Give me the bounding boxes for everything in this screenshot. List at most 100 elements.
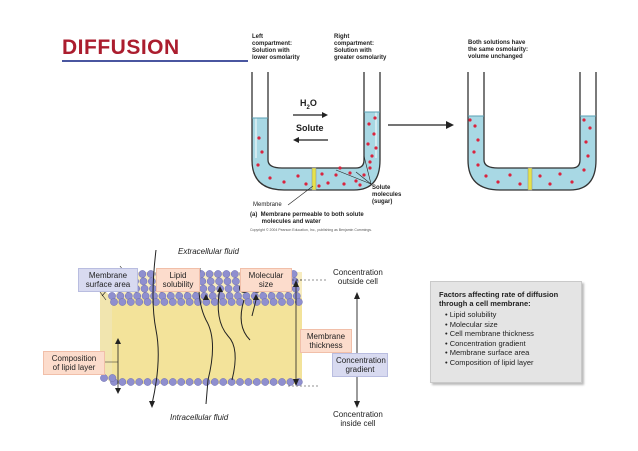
factor-item: Cell membrane thickness [445, 329, 534, 339]
water-label-o: O [309, 98, 317, 108]
membrane-surface-area-box: Membrane surface area [78, 268, 138, 292]
membrane-marker [311, 167, 317, 191]
lipid-head [143, 378, 152, 386]
lipid-head [177, 298, 186, 306]
lipid-head [261, 298, 270, 306]
lipid-head [139, 277, 148, 286]
lipid-head [223, 277, 232, 286]
lipid-head [202, 378, 211, 386]
lipid-head [207, 284, 216, 293]
lipid-head [140, 284, 149, 293]
lipid-head [278, 378, 286, 386]
lipid-head [261, 378, 270, 386]
molecular-size-box: Molecular size [240, 268, 292, 292]
water-arrow [322, 112, 328, 118]
factors-list: Lipid solubility Molecular size Cell mem… [445, 310, 534, 368]
lipid-head [100, 374, 108, 382]
lipid-head [135, 298, 144, 306]
composition-box: Composition of lipid layer [43, 351, 105, 375]
lipid-head [108, 374, 117, 382]
lipid-head [138, 270, 147, 278]
membrane-label: Membrane [253, 202, 282, 208]
lipid-head [143, 298, 152, 306]
lipid-head [135, 378, 144, 386]
lipid-head [286, 298, 295, 306]
lipid-head [185, 298, 194, 306]
solute-dots-left [256, 116, 378, 188]
lipid-head [227, 298, 236, 306]
title-underline [62, 60, 248, 62]
conc-inside-label: Concentration inside cell [333, 410, 383, 428]
lipid-head [210, 298, 219, 306]
lipid-head [286, 378, 295, 386]
lipid-head [148, 277, 156, 286]
lipid-head [269, 298, 278, 306]
solute-molecules-label: Solute molecules (sugar) [372, 185, 402, 205]
concentration-gradient-box: Concentration gradient [332, 353, 388, 377]
figure-caption: (a) Membrane permeable to both solute mo… [250, 212, 364, 225]
intracellular-label: Intracellular fluid [170, 413, 229, 422]
factor-item: Lipid solubility [445, 310, 534, 320]
lipid-head [185, 378, 194, 386]
solute-arrow [293, 137, 299, 143]
lipid-head [160, 298, 169, 306]
bilayer-front-face [112, 298, 302, 384]
lipid-head [177, 378, 186, 386]
u-tube-left-outline [251, 72, 381, 191]
factor-item: Composition of lipid layer [445, 358, 534, 368]
lipid-head [269, 378, 278, 386]
factor-item: Concentration gradient [445, 339, 534, 349]
lipid-head [126, 298, 135, 306]
u-tube-right-outline [467, 72, 597, 191]
lipid-head [206, 277, 215, 286]
lipid-head [244, 298, 253, 306]
lipid-head [199, 284, 208, 293]
right-compartment-header: Right compartment: Solution with greater… [334, 34, 387, 61]
copyright: Copyright © 2004 Pearson Education, Inc.… [250, 228, 373, 232]
lipid-head [214, 270, 222, 278]
lipid-head [294, 298, 303, 306]
factors-box: Factors affecting rate of diffusion thro… [430, 281, 582, 383]
lipid-head [230, 270, 239, 278]
lipid-head [168, 298, 177, 306]
lipid-head [219, 298, 228, 306]
water-label: H2O [300, 98, 317, 111]
solute-label: Solute [296, 123, 324, 133]
result-header: Both solutions have the same osmolarity:… [468, 40, 529, 60]
left-compartment-header: Left compartment: Solution with lower os… [252, 34, 300, 61]
lipid-head [244, 378, 253, 386]
lipid-solubility-box: Lipid solubility [156, 268, 200, 292]
lipid-head [126, 378, 135, 386]
solute-dots-right [468, 118, 592, 186]
water-label-h: H [300, 98, 307, 108]
factors-title: Factors affecting rate of diffusion thro… [439, 290, 559, 308]
lipid-head [227, 378, 236, 386]
water-label-sub: 2 [306, 104, 310, 111]
lipid-head [194, 378, 202, 386]
lipid-head [278, 298, 286, 306]
lipid-head [110, 298, 118, 306]
extracellular-label: Extracellular fluid [178, 247, 239, 256]
membrane-thickness-box: Membrane thickness [300, 329, 352, 353]
page-title: DIFFUSION [62, 36, 180, 59]
lipid-head [252, 378, 261, 386]
lipid-head [168, 378, 177, 386]
lipid-head [222, 270, 231, 278]
lipid-head [118, 298, 127, 306]
conc-outside-label: Concentration outside cell [333, 268, 383, 286]
lipid-head [210, 378, 219, 386]
lipid-head [152, 298, 160, 306]
lipid-head [224, 284, 233, 293]
factor-item: Molecular size [445, 320, 534, 330]
factor-item: Membrane surface area [445, 348, 534, 358]
lipid-head [236, 378, 244, 386]
lipid-head [232, 277, 240, 286]
lipid-head [118, 378, 127, 386]
lipid-head [215, 277, 223, 286]
lipid-head [219, 378, 228, 386]
lipid-head [160, 378, 169, 386]
lipid-head [146, 270, 155, 278]
lipid-head [205, 270, 214, 278]
process-arrow [446, 121, 454, 129]
